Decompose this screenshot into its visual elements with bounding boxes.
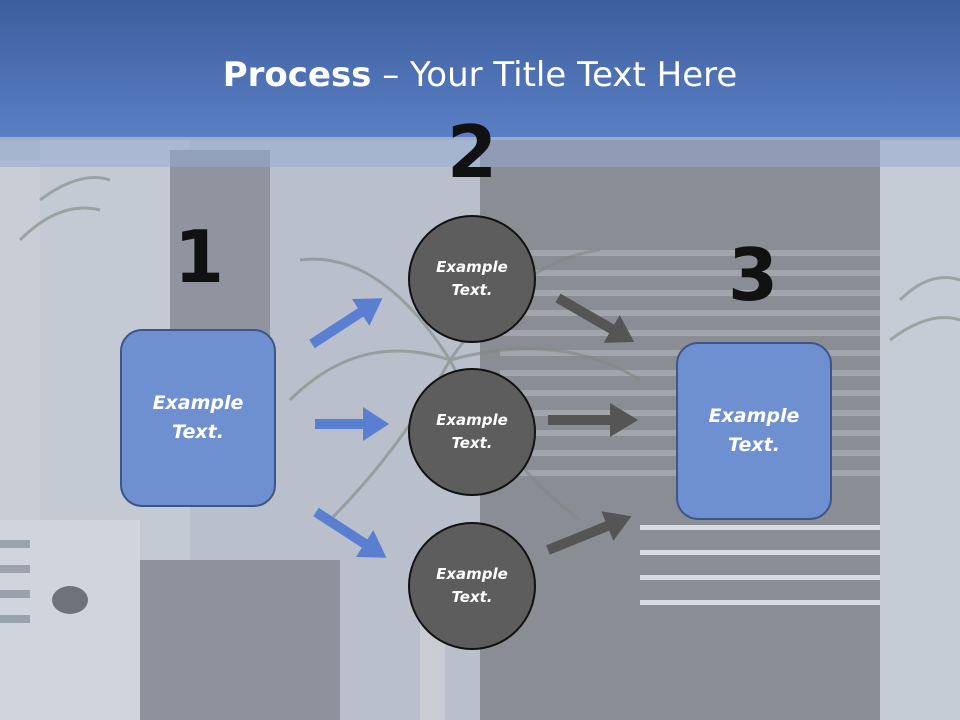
arrow-1-to-2-bottom: [313, 507, 387, 558]
step-number-1: 1: [173, 215, 225, 299]
arrow-2-to-3-bottom: [546, 511, 632, 555]
arrow-2-to-3-top: [555, 293, 635, 343]
arrow-1-to-2-top: [309, 298, 383, 349]
step-1-box: Example Text.: [120, 329, 276, 507]
slide-title: Process – Your Title Text Here: [0, 52, 960, 98]
step-2-circle-bottom: Example Text.: [408, 522, 536, 650]
title-rest: – Your Title Text Here: [371, 55, 738, 95]
step-2-circle-top-label: Example Text.: [436, 258, 508, 299]
step-number-2: 2: [446, 110, 498, 194]
step-1-label: Example Text.: [152, 392, 244, 443]
arrow-1-to-2-middle: [315, 407, 389, 441]
title-strip: [0, 137, 960, 167]
title-bold: Process: [222, 55, 372, 95]
step-2-circle-middle: Example Text.: [408, 368, 536, 496]
step-3-box: Example Text.: [676, 342, 832, 520]
step-2-circle-middle-label: Example Text.: [436, 411, 508, 452]
step-2-circle-top: Example Text.: [408, 215, 536, 343]
step-number-3: 3: [727, 233, 779, 317]
title-bar: [0, 0, 960, 137]
step-3-label: Example Text.: [708, 405, 800, 456]
arrow-2-to-3-middle: [548, 403, 638, 437]
step-2-circle-bottom-label: Example Text.: [436, 565, 508, 606]
